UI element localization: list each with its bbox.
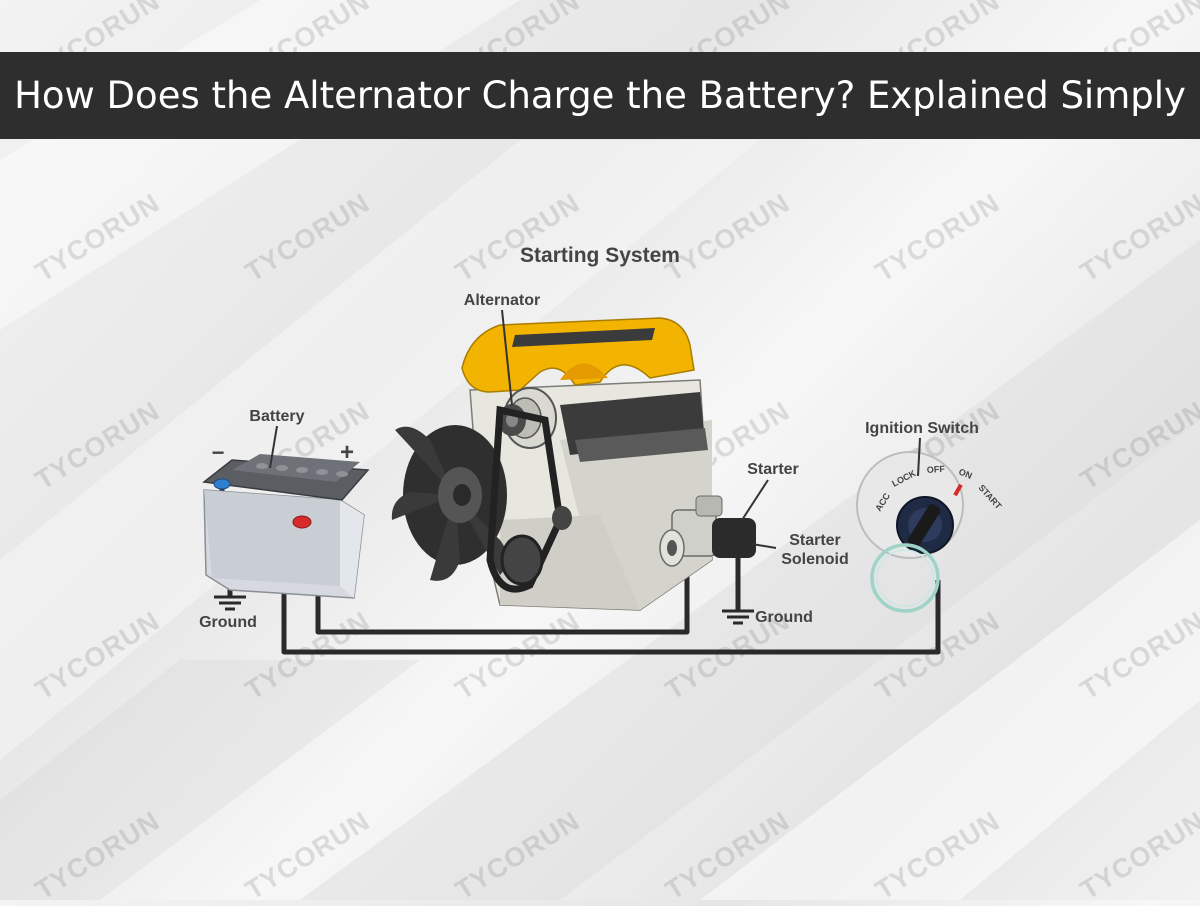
starter-label: Starter (747, 461, 799, 478)
starter-solenoid-label-line2: Solenoid (781, 551, 849, 568)
engine (391, 317, 713, 611)
drive-belt (486, 405, 564, 593)
alternator-label: Alternator (464, 292, 540, 309)
starter-solenoid-label-line1: Starter (789, 532, 841, 549)
solenoid-label-leader (751, 543, 777, 549)
battery-label-leader (269, 425, 278, 469)
ignition-switch-label: Ignition Switch (865, 420, 979, 437)
alternator-label-leader (501, 309, 513, 406)
ignition-label-leader (917, 437, 921, 477)
starter-motor (659, 495, 756, 567)
key-ring (870, 543, 940, 613)
ignition-start-label: START (977, 483, 1004, 512)
battery (202, 454, 370, 599)
engine-cover (461, 317, 695, 393)
ignition-switch (856, 451, 964, 613)
ignition-off-label: OFF (926, 464, 945, 475)
ground-symbol-battery (214, 595, 246, 611)
page-title: How Does the Alternator Charge the Batte… (14, 74, 1186, 117)
battery-plus-sign: + (340, 439, 354, 466)
battery-minus-sign: − (212, 440, 225, 465)
battery-negative-terminal (213, 478, 231, 490)
ground-symbol-starter (722, 609, 754, 625)
starter-solenoid (712, 518, 756, 558)
diagram-heading: Starting System (520, 244, 680, 267)
starter-label-leader (741, 479, 769, 521)
battery-label: Battery (249, 408, 304, 425)
cooling-fan (391, 425, 508, 581)
battery-positive-terminal (292, 515, 312, 529)
ignition-on-label: ON (957, 467, 973, 481)
starter-ground-label: Ground (755, 609, 813, 626)
battery-ground-label: Ground (199, 614, 257, 631)
title-bar: How Does the Alternator Charge the Batte… (0, 52, 1200, 139)
ignition-key (907, 504, 941, 548)
